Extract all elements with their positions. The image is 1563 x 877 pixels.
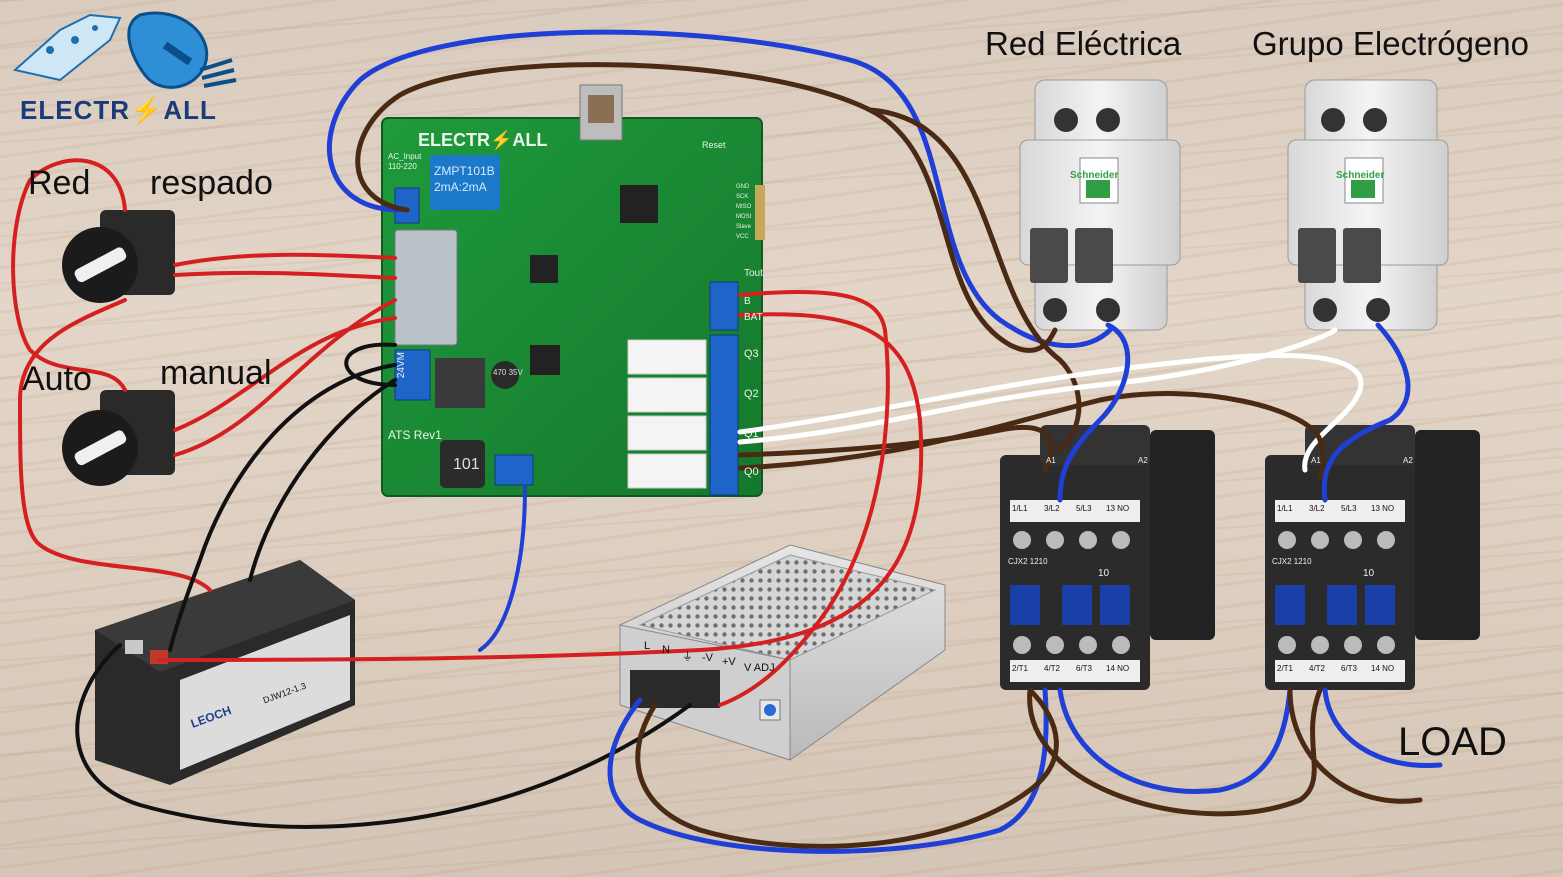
psu-pos: +V xyxy=(722,656,736,668)
wiring xyxy=(11,29,1443,854)
c1-value: 10 xyxy=(1098,568,1110,579)
c1-b1: 2/T1 xyxy=(1012,664,1029,673)
tout-label: Tout xyxy=(744,268,763,279)
psu-adj: V ADJ xyxy=(744,662,775,674)
transformer-model: ZMPT101B xyxy=(434,164,495,178)
c2-a1: A1 xyxy=(1311,456,1321,465)
switch1-right-label: respado xyxy=(150,164,273,202)
switch1-left-label: Red xyxy=(28,164,91,202)
prog-pin-0: GND xyxy=(736,184,750,190)
breaker-generator xyxy=(1287,79,1449,331)
relay-q2: Q2 xyxy=(744,388,759,400)
brand-logo xyxy=(12,11,237,89)
reset-label: Reset xyxy=(702,140,726,150)
c1-b2: 4/T2 xyxy=(1044,664,1061,673)
relay-q1: Q1 xyxy=(744,428,759,440)
c2-t2: 3/L2 xyxy=(1309,504,1325,513)
c1-t1: 1/L1 xyxy=(1012,504,1028,513)
selector-switch-auto xyxy=(62,390,175,486)
vm-label: 24VM xyxy=(396,352,407,379)
board-revision: ATS Rev1 xyxy=(388,428,442,442)
c2-t4: 13 NO xyxy=(1371,504,1395,513)
c2-b4: 14 NO xyxy=(1371,664,1395,673)
c1-t2: 3/L2 xyxy=(1044,504,1060,513)
c1-a1: A1 xyxy=(1046,456,1056,465)
bat-label: BAT xyxy=(744,312,763,323)
psu-l: L xyxy=(644,640,651,652)
selector-switch-mode xyxy=(62,210,175,303)
c1-b4: 14 NO xyxy=(1106,664,1130,673)
prog-pin-1: SCK xyxy=(736,194,749,200)
contactor-grid xyxy=(1000,425,1215,690)
psu-n: N xyxy=(662,644,670,656)
c2-t3: 5/L3 xyxy=(1341,504,1357,513)
b-label: B xyxy=(744,296,751,307)
c2-b3: 6/T3 xyxy=(1341,664,1358,673)
load-label: LOAD xyxy=(1398,720,1507,764)
prog-pin-2: MISO xyxy=(736,204,752,210)
breaker-grid-brand: Schneider xyxy=(1070,170,1119,181)
logo-text: ELECTR⚡ALL xyxy=(20,95,217,125)
c2-a2: A2 xyxy=(1403,456,1413,465)
relay-q0: Q0 xyxy=(744,466,759,478)
breaker-generator-brand: Schneider xyxy=(1336,170,1385,181)
switch2-left-label: Auto xyxy=(22,360,92,398)
c2-model: CJX2 1210 xyxy=(1272,557,1312,566)
contactor-generator xyxy=(1265,425,1480,690)
c2-b2: 4/T2 xyxy=(1309,664,1326,673)
c1-b3: 6/T3 xyxy=(1076,664,1093,673)
relay-q3: Q3 xyxy=(744,348,759,360)
cap-label: 470 35V xyxy=(493,368,523,377)
ats-controller-board xyxy=(381,84,765,497)
prog-pin-5: VCC xyxy=(736,234,749,240)
switch2-right-label: manual xyxy=(160,354,272,392)
prog-pin-4: Slave xyxy=(736,224,752,230)
psu-neg: -V xyxy=(702,652,713,664)
c1-t4: 13 NO xyxy=(1106,504,1130,513)
c1-t3: 5/L3 xyxy=(1076,504,1092,513)
breaker-grid xyxy=(1019,79,1181,331)
c2-value: 10 xyxy=(1363,568,1375,579)
generator-breaker-label: Grupo Electrógeno xyxy=(1252,25,1530,62)
board-brand: ELECTR⚡ALL xyxy=(418,130,548,150)
c1-a2: A2 xyxy=(1138,456,1148,465)
c1-model: CJX2 1210 xyxy=(1008,557,1048,566)
c2-t1: 1/L1 xyxy=(1277,504,1293,513)
ac-input-label: AC_Input xyxy=(388,152,422,161)
c2-b1: 2/T1 xyxy=(1277,664,1294,673)
inductor-label: 101 xyxy=(453,456,480,473)
psu-ground: ⏚ xyxy=(682,651,693,663)
transformer-rating: 2mA:2mA xyxy=(434,180,487,194)
prog-pin-3: MOSI xyxy=(736,214,752,220)
ac-range-label: 110-220 xyxy=(388,162,417,171)
grid-breaker-label: Red Eléctrica xyxy=(985,25,1182,62)
battery xyxy=(95,560,355,785)
